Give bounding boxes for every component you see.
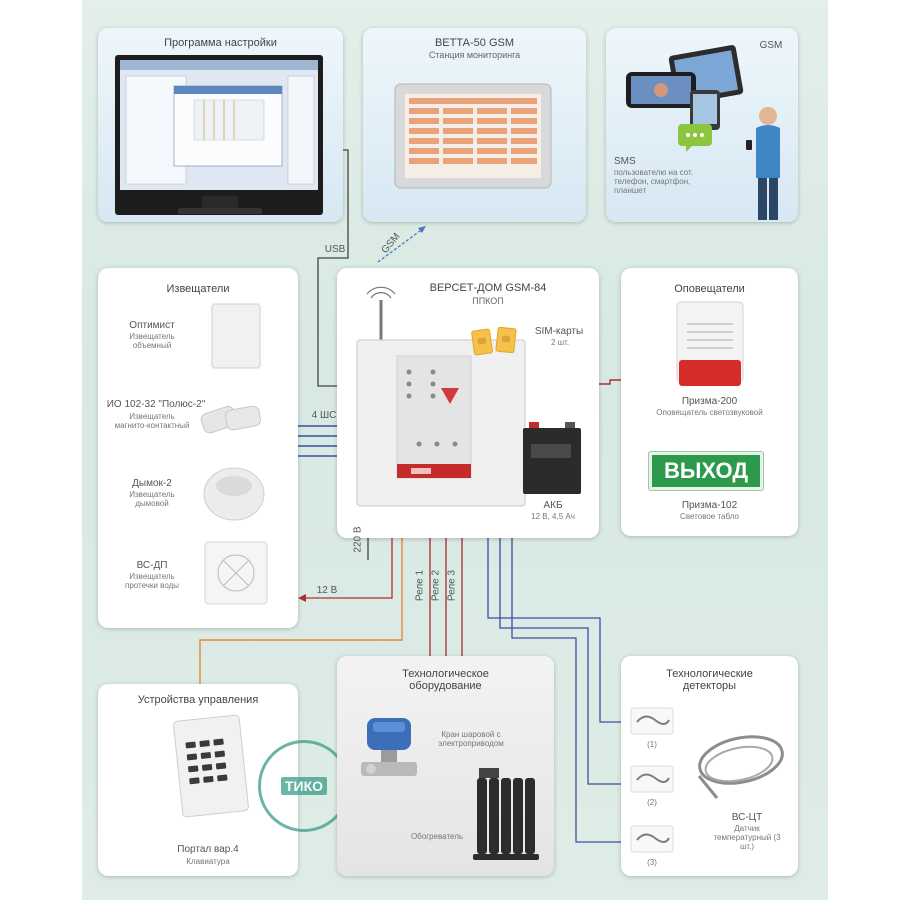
monitoring-card-title: ВЕТТА-50 GSM xyxy=(434,37,515,49)
gsm-link xyxy=(377,227,425,263)
detector-2-desc: Извещатель магнито-контактный xyxy=(114,412,190,430)
tech-detector-wire-2 xyxy=(499,508,626,785)
techdet-illustration xyxy=(630,707,784,853)
monitor-illustration xyxy=(115,55,323,215)
keypad-desc: Клавиатура xyxy=(186,857,230,866)
techdet-card: Технологические детекторы (1) (2) (3) ВС… xyxy=(621,656,798,876)
detector-3-name: Дымок-2 xyxy=(132,478,172,489)
techdet-card-title: Технологические детекторы xyxy=(666,668,753,692)
relay-3-label: Реле 3 xyxy=(446,569,458,602)
controls-card-title: Устройства управления xyxy=(137,694,259,706)
detector-1-desc: Извещатель объемный xyxy=(129,332,175,350)
detector-4-name: ВС-ДП xyxy=(136,560,168,571)
battery-label: АКБ xyxy=(543,500,563,511)
software-card-title: Программа настройки xyxy=(164,37,277,49)
detectors-card-title: Извещатели xyxy=(166,283,230,295)
exit-sign-name: Призма-102 xyxy=(681,500,738,511)
techdet-label-2: (2) xyxy=(647,798,657,807)
gsm-card-title: GSM xyxy=(759,40,783,51)
keypad-illustration xyxy=(173,714,249,818)
sim-label: SIM-карты xyxy=(534,326,584,337)
equipment-illustration xyxy=(361,718,539,860)
detector-1-name: Оптимист xyxy=(129,320,175,331)
siren-name: Призма-200 xyxy=(681,396,738,407)
power-12v-arrow-head xyxy=(298,594,306,602)
detectors-card: Извещатели Оптимист Извещатель объемный … xyxy=(98,268,298,628)
software-card: Программа настройки xyxy=(98,28,343,222)
control-panel-card: ВЕРСЕТ-ДОМ GSM-84 ППКОП SIM-карты 2 шт. … xyxy=(337,268,599,538)
sirens-card: Оповещатели Призма-200 Оповещатель свето… xyxy=(621,268,798,536)
sim-count: 2 шт. xyxy=(550,338,570,347)
sms-description: пользователю на сот. телефон, смартфон, … xyxy=(614,168,694,195)
heater-desc: Обогреватель xyxy=(410,832,464,841)
gsm-arrow-head xyxy=(418,226,426,233)
relay-2-label: Реле 2 xyxy=(430,569,442,602)
relay-1-label: Реле 1 xyxy=(414,569,426,602)
control-panel-title: ВЕРСЕТ-ДОМ GSM-84 xyxy=(429,282,547,294)
siren-illustration xyxy=(676,301,744,386)
temperature-sensor-name: ВС-ЦТ xyxy=(731,812,763,823)
power-12v-wire xyxy=(302,508,393,599)
exit-sign-desc: Световое табло xyxy=(680,512,739,521)
techdet-label-1: (1) xyxy=(647,740,657,749)
detector-3-desc: Извещатель дымовой xyxy=(129,490,175,508)
exit-sign: ВЫХОД xyxy=(649,452,763,490)
control-wire xyxy=(199,508,403,684)
usb-label: USB xyxy=(324,244,346,255)
stamp-center-text: ТИКО xyxy=(280,777,328,795)
monitoring-card: ВЕТТА-50 GSM Станция мониторинга xyxy=(363,28,586,222)
valve-desc: Кран шаровой с электроприводом xyxy=(438,730,504,748)
gsm-card: GSM SMS пользователю на сот. телефон, см… xyxy=(606,28,798,222)
tech-detector-wire-3 xyxy=(511,508,626,843)
equipment-card-title: Технологическое оборудование xyxy=(402,668,489,692)
siren-desc: Оповещатель светозвуковой xyxy=(656,408,763,417)
keypad-name: Портал вар.4 xyxy=(177,844,239,855)
equipment-card: Технологическое оборудование Кран шарово… xyxy=(337,656,554,876)
v12-label: 12 В xyxy=(316,585,338,596)
detector-4-desc: Извещатель протечки воды xyxy=(124,572,180,590)
detectors-illustration xyxy=(200,303,268,605)
battery-spec: 12 В, 4,5 Ач xyxy=(531,512,575,521)
tech-detector-wire-1 xyxy=(487,508,626,723)
sirens-card-title: Оповещатели xyxy=(674,283,745,295)
monitoring-screen-illustration xyxy=(394,83,552,189)
monitoring-card-subtitle: Станция мониторинга xyxy=(428,50,521,60)
control-panel-subtitle: ППКОП xyxy=(472,296,504,306)
temperature-sensor-desc: Датчик температурный (3 шт.) xyxy=(713,824,781,851)
techdet-label-3: (3) xyxy=(647,858,657,867)
v220-label: 220 В xyxy=(352,526,364,553)
gsm-devices-illustration xyxy=(626,45,780,220)
detector-2-name: ИО 102-32 "Полюс-2" xyxy=(106,399,206,410)
shs-label: 4 ШС xyxy=(311,410,337,421)
sms-label: SMS xyxy=(614,156,636,167)
control-panel-illustration xyxy=(356,286,581,507)
